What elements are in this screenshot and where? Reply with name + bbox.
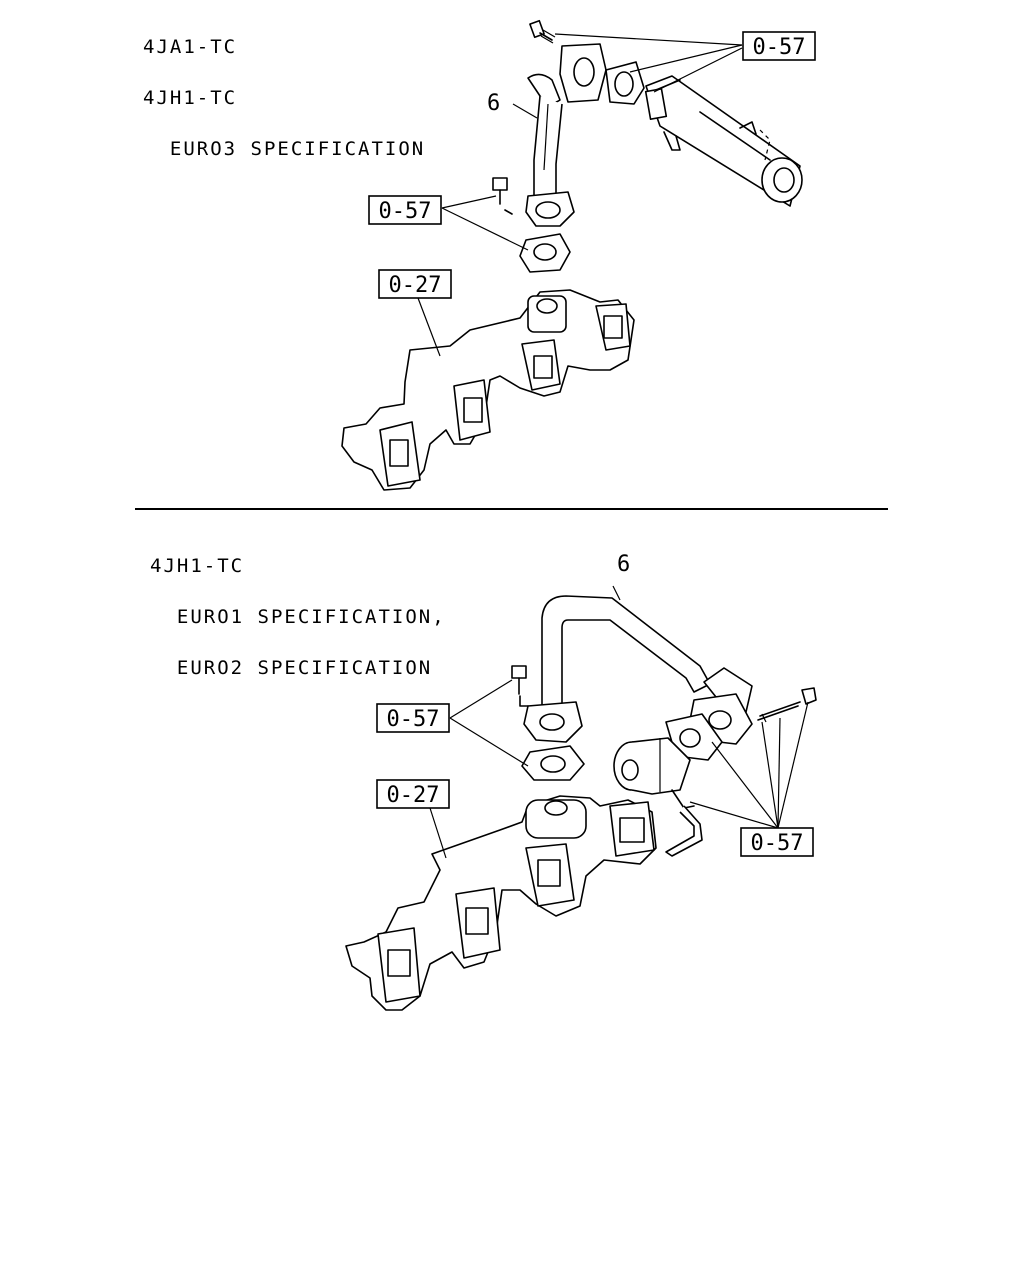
top-leader-lines xyxy=(417,33,743,357)
bottom-studs xyxy=(757,687,817,723)
bottom-callout-right: 0-57 xyxy=(740,827,814,857)
top-callout-manifold: 0-27 xyxy=(378,269,452,299)
top-callout-upper: 0-57 xyxy=(742,31,816,61)
bottom-lower-gasket xyxy=(521,745,585,781)
bottom-egr-gasket xyxy=(665,713,723,761)
bottom-part-number: 6 xyxy=(617,552,630,577)
top-egr-pipe xyxy=(525,73,575,227)
top-upper-gasket xyxy=(605,61,645,105)
bottom-diagram: 6 0-57 0-27 0-57 xyxy=(345,552,817,1011)
top-callout-lower-text: 0-57 xyxy=(379,199,432,224)
top-header-line-2: 4JH1-TC xyxy=(143,87,238,109)
bottom-header-line-3: EURO2 SPECIFICATION xyxy=(150,657,433,679)
top-part-number: 6 xyxy=(487,91,500,116)
top-exhaust-manifold xyxy=(341,289,635,491)
bottom-header-line-2: EURO1 SPECIFICATION, xyxy=(150,606,446,628)
bottom-leader-lines xyxy=(429,585,809,859)
bottom-header: 4JH1-TC EURO1 SPECIFICATION, EURO2 SPECI… xyxy=(150,524,446,711)
bottom-left-bolt xyxy=(511,665,529,707)
bottom-egr-valve xyxy=(613,737,695,809)
top-lower-bolt xyxy=(492,177,513,215)
top-upper-bolt xyxy=(529,19,556,44)
bottom-egr-pipe xyxy=(523,595,753,743)
top-header: 4JA1-TC 4JH1-TC EURO3 SPECIFICATION xyxy=(143,5,425,192)
bottom-header-line-1: 4JH1-TC xyxy=(150,555,245,577)
bottom-callout-manifold-text: 0-27 xyxy=(387,783,440,808)
top-header-line-3: EURO3 SPECIFICATION xyxy=(143,138,426,160)
top-diagram: 0-57 0-57 0-27 6 xyxy=(341,19,816,491)
top-lower-gasket xyxy=(519,233,571,273)
top-callout-manifold-text: 0-27 xyxy=(389,273,442,298)
bottom-callout-left: 0-57 xyxy=(376,703,450,733)
bottom-exhaust-manifold xyxy=(345,795,657,1011)
bottom-callout-right-text: 0-57 xyxy=(751,831,804,856)
top-header-line-1: 4JA1-TC xyxy=(143,36,238,58)
top-pipe-upper-flange xyxy=(559,43,607,103)
bottom-callout-manifold: 0-27 xyxy=(376,779,450,809)
top-callout-lower: 0-57 xyxy=(368,195,442,225)
top-egr-cooler xyxy=(644,75,803,207)
bottom-small-pipe xyxy=(665,805,703,857)
bottom-callout-left-text: 0-57 xyxy=(387,707,440,732)
top-callout-upper-text: 0-57 xyxy=(753,35,806,60)
